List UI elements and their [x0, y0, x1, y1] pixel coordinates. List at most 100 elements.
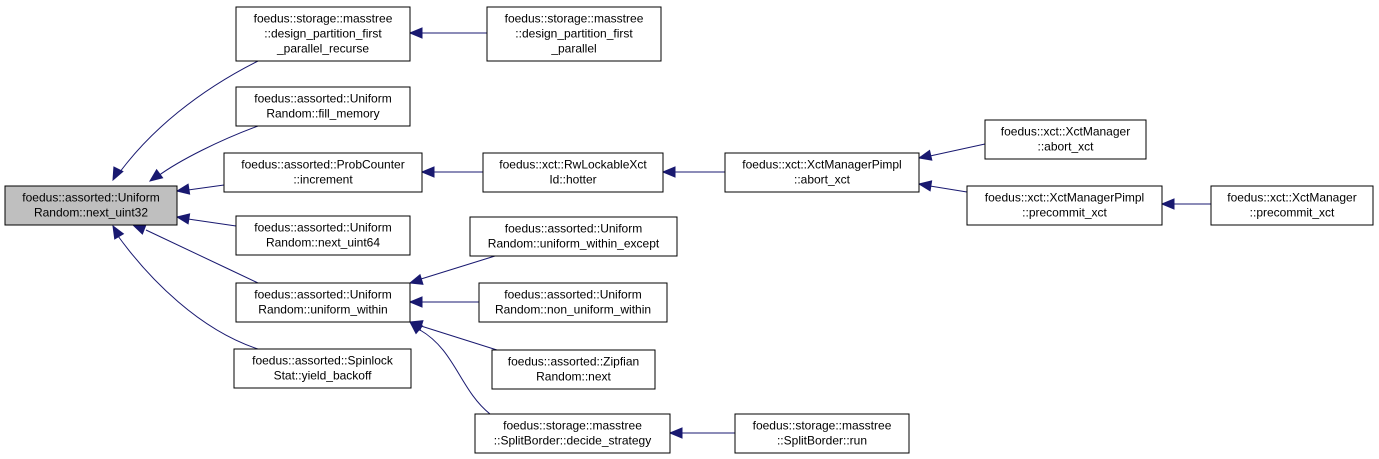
- edge-n4-root: [175, 183, 225, 195]
- node-label-line: foedus::assorted::Zipfian: [508, 355, 639, 369]
- node-box: [984, 119, 1147, 160]
- node-label-line: Random::next: [536, 370, 611, 384]
- arrowhead-icon: [420, 166, 435, 178]
- edge-line: [117, 235, 259, 350]
- node-label-line: ::SplitBorder::run: [777, 434, 867, 448]
- node-box: [966, 185, 1163, 226]
- node-label-line: foedus::xct::XctManager: [1001, 125, 1130, 139]
- node-label-line: _parallel: [550, 42, 596, 56]
- node-label-line: Random::uniform_within: [258, 303, 387, 317]
- node-label-line: Random::next_uint32: [34, 206, 148, 220]
- edge-line: [929, 185, 968, 193]
- graph-node[interactable]: foedus::assorted::UniformRandom::next_ui…: [235, 215, 411, 256]
- node-box: [235, 215, 411, 256]
- node-label-line: foedus::assorted::Uniform: [254, 221, 391, 235]
- graph-node[interactable]: foedus::xct::XctManagerPimpl::precommit_…: [966, 185, 1163, 226]
- arrowhead-icon: [175, 213, 191, 225]
- node-label-line: Random::fill_memory: [266, 107, 379, 121]
- node-box: [233, 348, 412, 389]
- node-box: [235, 282, 411, 323]
- node-label-line: foedus::assorted::Uniform: [22, 191, 159, 205]
- arrowhead-icon: [917, 149, 933, 161]
- arrowhead-icon: [917, 180, 933, 192]
- arrowhead-icon: [661, 166, 676, 178]
- node-label-line: foedus::xct::XctManager: [1227, 191, 1356, 205]
- graph-node[interactable]: foedus::storage::masstree::design_partit…: [235, 6, 411, 62]
- arrowhead-icon: [409, 321, 424, 335]
- edge-n17-root: [112, 224, 259, 350]
- node-label-line: foedus::xct::RwLockableXct: [499, 158, 647, 172]
- edge-n7-n6: [917, 143, 986, 161]
- node-label-line: foedus::storage::masstree: [753, 419, 892, 433]
- node-box: [491, 349, 656, 390]
- edge-n5-n4: [420, 166, 483, 178]
- node-label-line: ::precommit_xct: [1022, 206, 1107, 220]
- node-label-line: foedus::assorted::Uniform: [504, 288, 641, 302]
- edge-line: [157, 125, 259, 177]
- node-label-line: foedus::assorted::Spinlock: [252, 354, 394, 368]
- node-label-line: ::design_partition_first: [515, 27, 633, 41]
- graph-node[interactable]: foedus::xct::XctManager::abort_xct: [984, 119, 1147, 160]
- node-label-line: foedus::xct::XctManagerPimpl: [742, 158, 901, 172]
- node-label-line: Id::hotter: [549, 173, 596, 187]
- node-label-line: ::abort_xct: [794, 173, 851, 187]
- node-box: [478, 282, 668, 323]
- node-label-line: Random::next_uint64: [266, 236, 380, 250]
- edge-n8-n6: [917, 180, 968, 193]
- graph-node[interactable]: foedus::assorted::UniformRandom::fill_me…: [235, 86, 411, 127]
- edge-line: [145, 229, 259, 284]
- edge-n13-n11: [408, 296, 479, 308]
- edge-n10-root: [175, 213, 237, 227]
- edge-layer: [112, 27, 1211, 439]
- graph-node[interactable]: foedus::storage::masstree::SplitBorder::…: [734, 413, 910, 454]
- node-box: [469, 216, 678, 257]
- node-box: [486, 6, 662, 62]
- arrowhead-icon: [668, 427, 683, 439]
- node-label-line: foedus::storage::masstree: [503, 419, 642, 433]
- node-label-line: foedus::assorted::Uniform: [505, 222, 642, 236]
- graph-node[interactable]: foedus::assorted::UniformRandom::non_uni…: [478, 282, 668, 323]
- graph-node[interactable]: foedus::storage::masstree::SplitBorder::…: [474, 413, 671, 454]
- edge-line: [187, 184, 225, 191]
- node-box: [724, 152, 920, 193]
- graph-node[interactable]: foedus::xct::XctManager::precommit_xct: [1210, 185, 1374, 226]
- node-box: [4, 185, 178, 226]
- node-label-line: ::design_partition_first: [264, 27, 382, 41]
- arrowhead-icon: [1160, 198, 1175, 210]
- edge-n9-n8: [1160, 198, 1211, 210]
- edge-n11-root: [131, 224, 259, 284]
- node-label-line: Stat::yield_backoff: [274, 369, 373, 383]
- graph-node[interactable]: foedus::assorted::ProbCounter::increment: [223, 152, 423, 193]
- node-label-line: Random::uniform_within_except: [488, 237, 660, 251]
- edge-line: [116, 60, 259, 177]
- arrowhead-icon: [112, 224, 125, 240]
- node-layer: foedus::assorted::UniformRandom::next_ui…: [4, 6, 1374, 454]
- node-box: [235, 6, 411, 62]
- graph-node[interactable]: foedus::storage::masstree::design_partit…: [486, 6, 662, 62]
- node-label-line: ::SplitBorder::decide_strategy: [494, 434, 651, 448]
- graph-node[interactable]: foedus::assorted::UniformRandom::uniform…: [235, 282, 411, 323]
- node-label-line: foedus::assorted::ProbCounter: [241, 158, 404, 172]
- graph-node[interactable]: foedus::assorted::SpinlockStat::yield_ba…: [233, 348, 412, 389]
- edge-n12-n11: [408, 255, 496, 285]
- edge-n15-n11: [409, 321, 491, 415]
- graph-node[interactable]: foedus::xct::XctManagerPimpl::abort_xct: [724, 152, 920, 193]
- node-label-line: Random::non_uniform_within: [495, 303, 651, 317]
- node-box: [235, 86, 411, 127]
- arrowhead-icon: [131, 224, 147, 235]
- graph-node[interactable]: foedus::assorted::UniformRandom::uniform…: [469, 216, 678, 257]
- node-box: [482, 152, 664, 193]
- node-label-line: _parallel_recurse: [276, 42, 369, 56]
- node-label-line: foedus::xct::XctManagerPimpl: [985, 191, 1144, 205]
- arrowhead-icon: [175, 183, 191, 195]
- edge-n3-root: [148, 125, 259, 182]
- edge-n14-n11: [408, 320, 498, 351]
- node-box: [474, 413, 671, 454]
- node-label-line: foedus::storage::masstree: [254, 12, 393, 26]
- edge-line: [187, 218, 237, 227]
- node-box: [1210, 185, 1374, 226]
- edge-line: [419, 329, 491, 415]
